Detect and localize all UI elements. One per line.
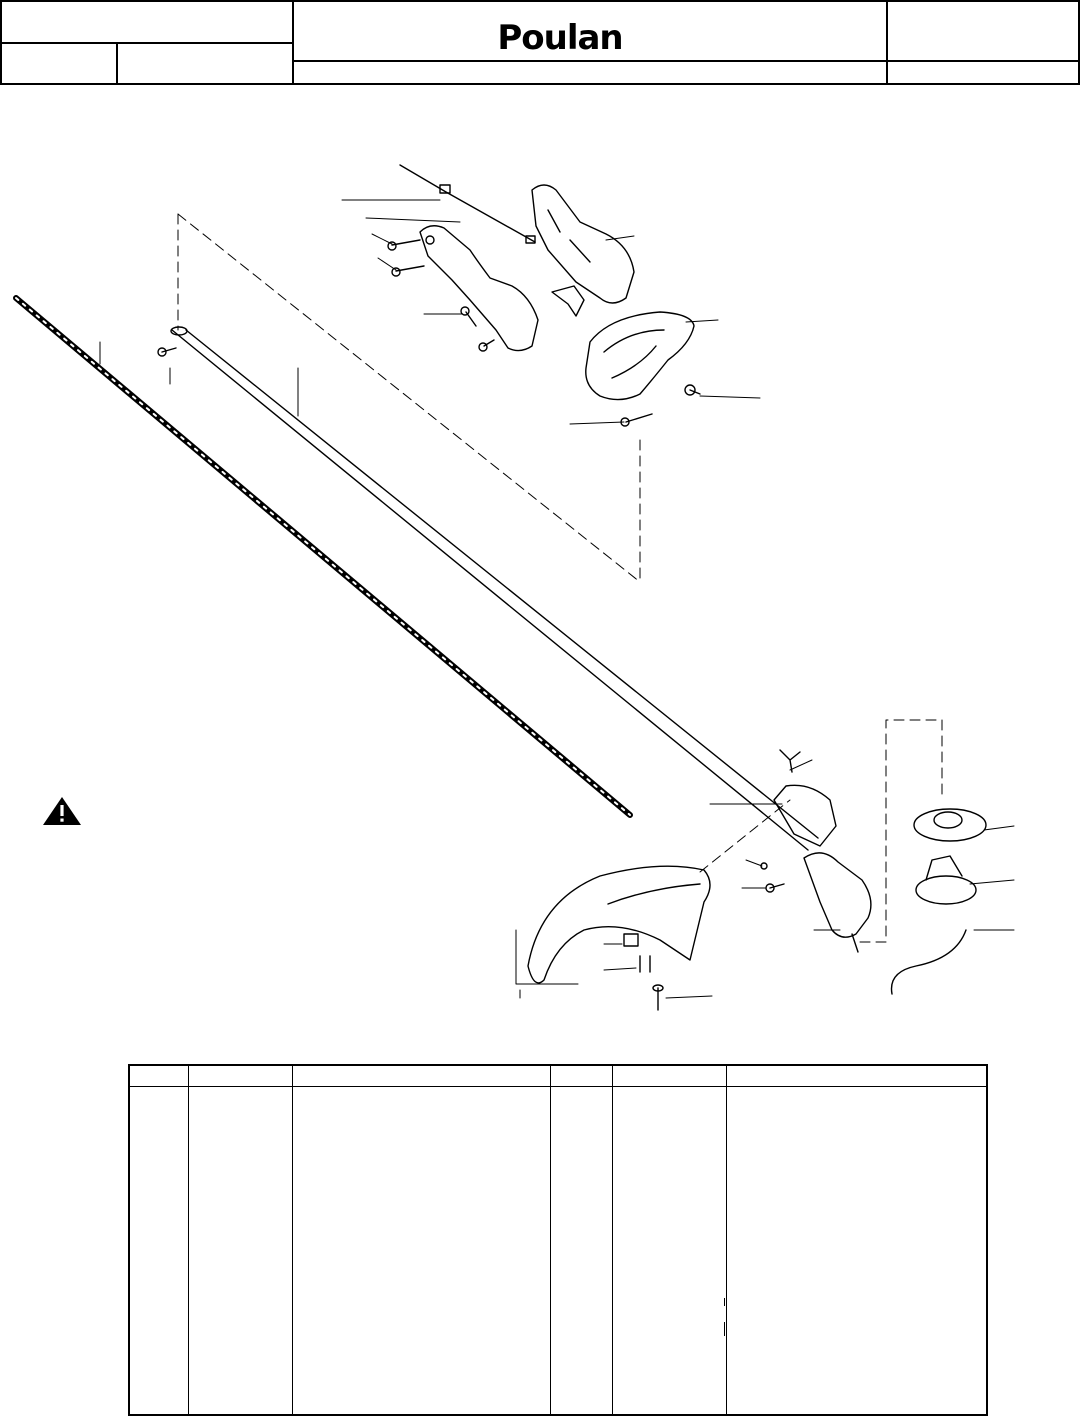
table-column-divider xyxy=(188,1066,189,1414)
table-column-divider xyxy=(292,1066,293,1414)
shield-bracket xyxy=(773,749,837,847)
callout-leaders xyxy=(99,199,1015,999)
table-header-rule xyxy=(130,1086,986,1087)
drive-shaft xyxy=(13,295,633,818)
handle-screws xyxy=(387,239,495,352)
table-column-divider-fragment xyxy=(724,1298,725,1306)
handle-housing-left xyxy=(419,225,539,352)
exploded-parts-diagram xyxy=(13,164,1015,1011)
handle-housing-right xyxy=(531,184,635,304)
brand-logo: Poulan xyxy=(497,18,623,58)
trimmer-line xyxy=(890,929,967,995)
trimmer-head-cover xyxy=(913,808,987,842)
header-table: Poulan xyxy=(0,0,1080,85)
throttle-trigger xyxy=(551,285,585,317)
trimmer-spool xyxy=(915,855,977,905)
table-column-divider xyxy=(726,1066,727,1414)
table-column-divider xyxy=(612,1066,613,1414)
header-cell-right-bottom xyxy=(886,60,1080,85)
shaft-tube xyxy=(170,326,819,851)
header-cell-center-bottom xyxy=(292,60,888,85)
header-cell-bottom-left-b xyxy=(116,42,294,85)
warning-triangle-icon xyxy=(43,797,81,825)
tube-screw xyxy=(157,347,177,357)
rear-grip xyxy=(585,311,695,401)
header-cell-right-top xyxy=(886,0,1080,62)
gear-head xyxy=(803,852,872,953)
table-column-divider-fragment xyxy=(724,1322,725,1336)
grip-screws xyxy=(620,384,701,427)
parts-list-table xyxy=(128,1064,988,1416)
header-cell-bottom-left-a xyxy=(0,42,118,85)
header-cell-top-left xyxy=(0,0,294,44)
assembly-guide-lines xyxy=(177,213,943,943)
grass-shield xyxy=(527,865,711,984)
table-column-divider xyxy=(550,1066,551,1414)
throttle-cable xyxy=(399,164,536,244)
shield-screws xyxy=(639,955,664,1011)
